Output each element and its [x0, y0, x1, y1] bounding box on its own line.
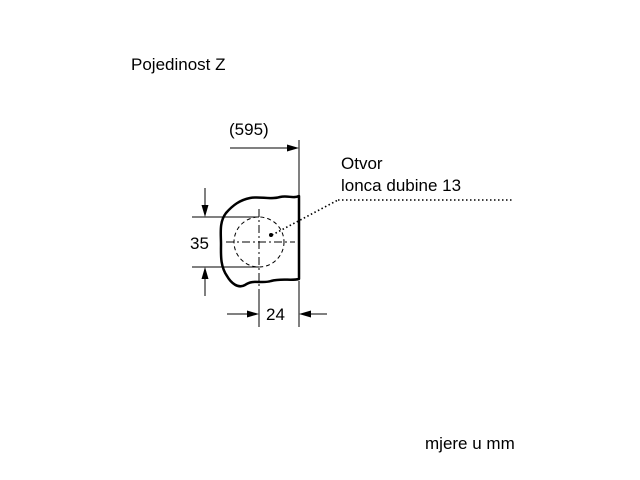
width-ref-dimension — [230, 140, 300, 196]
height-dimension — [192, 188, 259, 296]
width-ref-label: (595) — [229, 120, 269, 139]
depth-dimension — [227, 281, 327, 327]
callout-line-1: Otvor — [341, 154, 383, 173]
callout-dot — [269, 233, 273, 237]
units-note: mjere u mm — [425, 434, 515, 453]
part-outline — [219, 194, 301, 288]
callout-line-2: lonca dubine 13 — [341, 176, 461, 195]
detail-title: Pojedinost Z — [131, 55, 226, 74]
callout-leader — [271, 199, 339, 236]
depth-label: 24 — [266, 305, 285, 324]
height-label: 35 — [190, 234, 209, 253]
